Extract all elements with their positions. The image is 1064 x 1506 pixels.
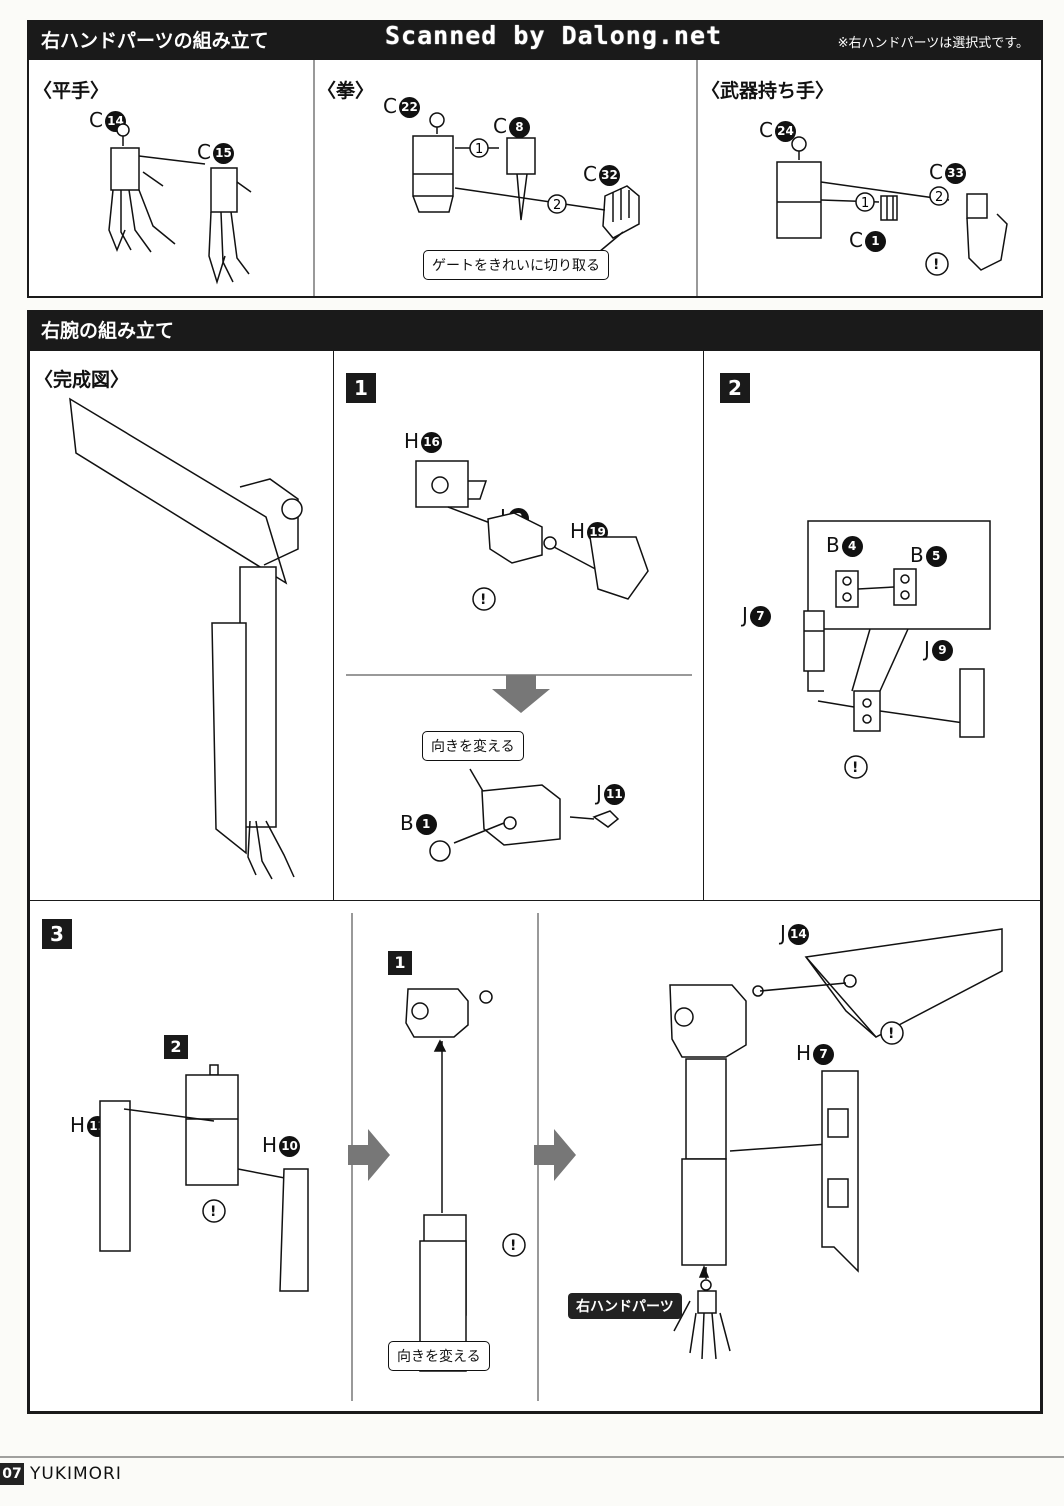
step3-a-drawing: ! (99, 1064, 309, 1292)
weapon-step-2-mark: 2 (935, 190, 943, 205)
step1-orientation-callout: 向きを変える (422, 731, 524, 761)
weapon-hand-title: 〈武器持ち手〉 (701, 80, 835, 102)
hand-dividers (313, 60, 698, 296)
complete-view-cell: 〈完成図〉 (29, 350, 335, 902)
complete-arm-drawing (69, 397, 303, 880)
gate-cut-callout: ゲートをきれいに切り取る (423, 250, 609, 280)
step3-substep-2: 2 (164, 1035, 188, 1059)
step3-c-drawing: ! (669, 928, 1003, 1360)
page-footer: 07 YUKIMORI (0, 1463, 300, 1485)
svg-text:!: ! (933, 257, 939, 273)
flat-hand-drawing (108, 123, 252, 285)
step3-orientation-callout: 向きを変える (388, 1341, 490, 1371)
scan-watermark: Scanned by Dalong.net (385, 21, 723, 50)
step1-divider (346, 674, 692, 713)
fist-title: 〈拳〉 (317, 80, 375, 102)
step3-number: 3 (42, 919, 72, 949)
fist-drawing: 1 2 (412, 112, 640, 253)
page-number: 07 (0, 1463, 24, 1485)
flat-hand-title: 〈平手〉 (33, 80, 110, 102)
hand-section-header: 右ハンドパーツの組み立て (29, 22, 1041, 60)
step2-number: 2 (720, 373, 750, 403)
fist-step-1-mark: 1 (475, 142, 483, 157)
weapon-step-1-mark: 1 (861, 196, 869, 211)
svg-text:!: ! (510, 1238, 516, 1254)
selection-note: ※右ハンドパーツは選択式です。 (837, 36, 1029, 51)
step3-b-drawing: ! (405, 988, 526, 1372)
hand-section-title: 右ハンドパーツの組み立て (41, 30, 269, 52)
footer-rule (0, 1456, 1064, 1458)
step3-substep-1: 1 (388, 951, 412, 975)
step2-drawing: ! (803, 520, 991, 779)
complete-view-title: 〈完成図〉 (34, 369, 130, 391)
arm-section-header: 右腕の組み立て (29, 312, 1041, 350)
fist-step-2-mark: 2 (553, 198, 561, 213)
step1-bottom-drawing (429, 768, 620, 862)
weapon-hand-drawing: ! 1 2 (776, 136, 1008, 276)
step1-number: 1 (346, 373, 376, 403)
step3-dividers (348, 913, 576, 1401)
brand-name: YUKIMORI (30, 1464, 122, 1484)
right-hand-parts-tag: 右ハンドパーツ (568, 1293, 682, 1319)
svg-text:!: ! (888, 1026, 894, 1042)
step1-cell: 1 H16 J3 H19 ! 向きを変える B1 J11 (333, 350, 705, 902)
step1-top-drawing: ! (415, 460, 649, 611)
arm-section: 右腕の組み立て 〈完成図〉 1 H16 J3 H19 (27, 310, 1043, 1414)
svg-text:!: ! (210, 1204, 216, 1220)
svg-text:!: ! (480, 592, 486, 608)
svg-text:!: ! (852, 760, 858, 776)
arm-section-title: 右腕の組み立て (41, 320, 175, 342)
